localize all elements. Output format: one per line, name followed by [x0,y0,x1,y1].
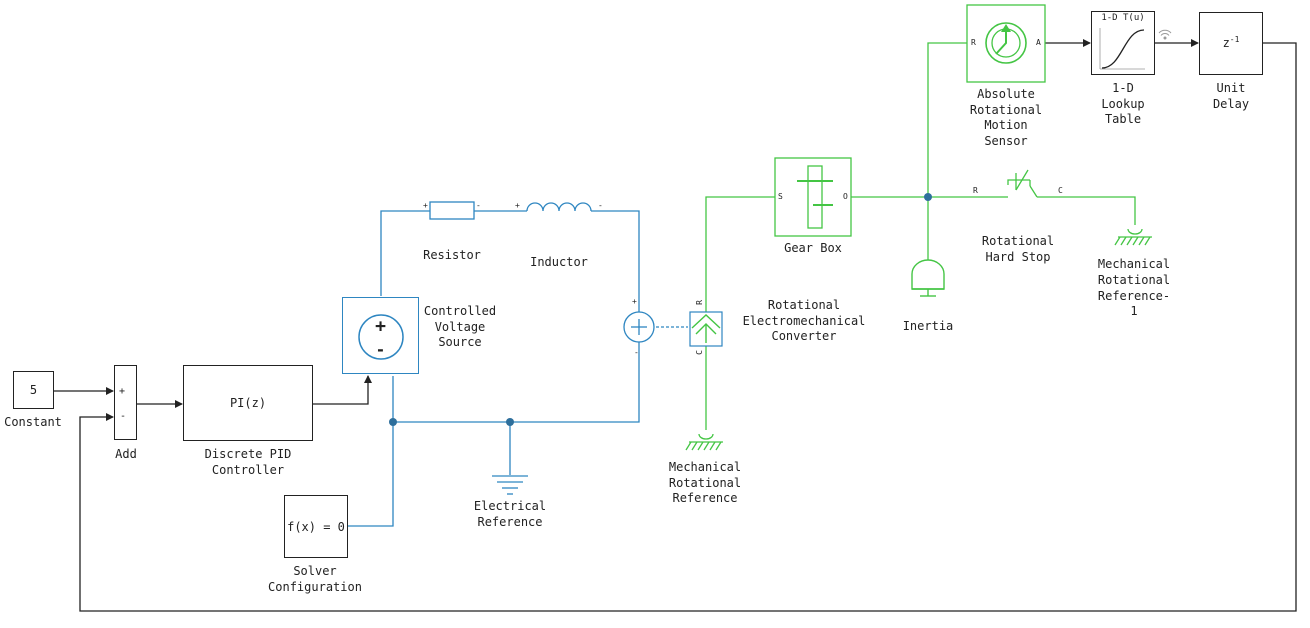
solver-block[interactable]: f(x) = 0 [284,495,348,558]
add-block[interactable]: + - [114,365,137,440]
junction-dot [506,418,514,426]
constant-label: Constant [4,415,62,429]
mech-ref-symbol[interactable] [685,433,723,451]
shaft-to-sensor[interactable] [927,42,967,197]
electrical-reference-symbol[interactable] [492,475,528,495]
wire-source-to-resistor[interactable] [380,210,430,296]
voltage-source-plus: + [375,316,386,337]
gear-box-symbol[interactable] [774,157,852,237]
inductor-port-plus: + [515,201,520,210]
resistor-symbol[interactable] [429,201,475,220]
voltage-source-circle [358,314,404,360]
resistor-label: Resistor [423,248,481,262]
solver-content: f(x) = 0 [287,520,345,534]
shaft-hardstop-to-ref1[interactable] [1037,196,1136,225]
wire-inductor-to-node[interactable] [591,210,640,313]
inductor-port-minus: - [598,201,603,210]
signal-lines [54,39,1297,612]
signal-feedback[interactable] [79,42,1297,612]
unit-delay-z: z [1222,36,1230,50]
constant-value: 5 [29,383,38,397]
junction-dot [389,418,397,426]
electrical-junctions [389,418,514,426]
hard-stop-port-r: R [973,186,978,195]
motion-sensor-port-r: R [971,38,976,47]
shaft-converter-to-gearbox[interactable] [705,196,775,313]
unit-delay-exponent: -1 [1229,35,1240,44]
signal-pid-to-source[interactable] [313,375,372,405]
constant-block[interactable]: 5 [13,371,54,409]
gear-box-label: Gear Box [784,241,842,255]
converter-port-c: C [694,350,704,355]
add-port-minus: - [120,411,127,422]
lookup-curve [1099,28,1145,70]
voltage-source-block[interactable]: + - [342,297,419,374]
hard-stop-symbol[interactable] [1000,169,1038,198]
motion-sensor-symbol[interactable] [966,4,1046,83]
inertia-symbol[interactable] [911,259,945,297]
wire-node-to-ground[interactable] [392,340,640,423]
sample-time-icon [1158,29,1172,40]
lookup-block[interactable]: 1-D T(u) [1091,11,1155,75]
add-port-plus: + [119,386,126,397]
electrical-lines [348,210,688,527]
converter-port-r: R [694,300,704,305]
mech-ref-1-symbol[interactable] [1114,228,1152,246]
gear-box-port-o: O [843,192,848,201]
gear-box-port-s: S [778,192,783,201]
current-node-plus: + [632,297,637,306]
converter-symbol[interactable] [689,311,723,347]
add-label: Add [115,447,137,461]
mechanical-lines [705,42,1136,430]
current-node-minus: - [634,348,639,357]
inductor-symbol[interactable] [526,202,592,212]
lookup-title: 1-D T(u) [1101,13,1145,23]
resistor-port-plus: + [423,201,428,210]
unit-delay-block[interactable]: z-1 [1199,12,1263,75]
wire-solver[interactable] [348,422,394,527]
pid-content: PI(z) [229,396,267,410]
resistor-port-minus: - [476,201,481,210]
pid-block[interactable]: PI(z) [183,365,313,441]
hard-stop-port-c: C [1058,186,1063,195]
motion-sensor-port-a: A [1036,38,1041,47]
unit-delay-content: z-1 [1200,35,1262,50]
voltage-source-minus: - [375,340,386,359]
inertia-label: Inertia [902,319,954,333]
inductor-label: Inductor [530,255,588,269]
mechanical-junction-dot [924,193,932,201]
